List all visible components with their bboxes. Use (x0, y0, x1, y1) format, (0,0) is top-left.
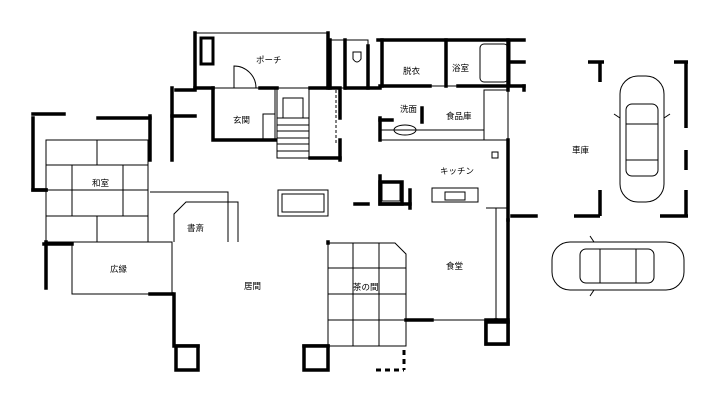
entrance-door-swing (233, 65, 257, 89)
fireplace (277, 189, 329, 217)
room-label-living: 居間 (244, 282, 261, 292)
dressing-outline (382, 39, 447, 87)
veranda-outline (71, 241, 173, 295)
room-label-study: 書斎 (187, 223, 205, 234)
porch-pillar (199, 36, 215, 66)
room-label-japanese-room: 和室 (92, 178, 110, 189)
pillars (174, 180, 510, 372)
tea-room-outline (327, 242, 407, 347)
kitchen-counter (379, 129, 485, 141)
car-vertical (613, 75, 671, 203)
bathtub (479, 43, 509, 83)
tea-room-dashed (376, 350, 406, 372)
room-label-bath: 浴室 (452, 63, 470, 74)
bath-room-outline (445, 39, 511, 87)
fireplace-inner (281, 193, 325, 213)
fridge (381, 182, 401, 202)
thin-lines (45, 32, 511, 347)
room-label-dining: 食堂 (446, 261, 463, 272)
car-horizontal (551, 235, 685, 297)
room-label-entrance: 玄関 (233, 115, 250, 126)
room-label-dressing: 脱衣 (403, 66, 421, 77)
kitchen-island (431, 187, 479, 203)
room-label-porch: ポーチ (256, 56, 282, 66)
room-label-pantry: 食品庫 (446, 111, 472, 122)
study-desk (150, 191, 229, 242)
range-hood (491, 151, 499, 159)
toilet-bowl (352, 51, 362, 63)
room-label-washroom: 洗面 (400, 104, 418, 115)
kitchen-counter-side (483, 89, 509, 141)
garage (574, 60, 688, 218)
shoe-cabinet (262, 113, 276, 141)
room-labels: ポーチ 玄関 脱衣 浴室 洗面 食品庫 キッチン 和室 書斎 広縁 居間 茶の間… (92, 56, 590, 293)
toilet-room (329, 39, 369, 89)
study-desk-inner (173, 201, 239, 242)
wash-basin (393, 124, 417, 136)
room-label-garage: 車庫 (572, 145, 590, 156)
room-label-kitchen: キッチン (440, 167, 474, 177)
room-label-tea-room: 茶の間 (353, 282, 379, 293)
room-label-veranda: 広縁 (110, 264, 128, 275)
sink (444, 191, 466, 201)
stairs (276, 87, 310, 159)
